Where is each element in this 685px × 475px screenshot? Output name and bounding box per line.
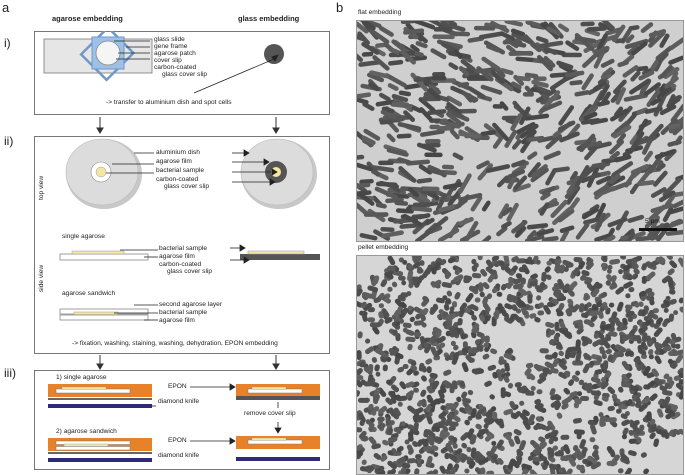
single-agarose-title: single agarose (62, 233, 105, 240)
header-agarose-embedding: agarose embedding (52, 14, 123, 23)
label-remove-cover-slip: remove cover slip (244, 410, 296, 417)
label-carbon-coated-single: carbon-coated (159, 261, 202, 268)
label-glass-slide: glass slide (154, 36, 185, 43)
panel-a-letter: a (2, 0, 10, 15)
step-i-label: i) (4, 36, 11, 50)
arrows-i-to-ii (96, 117, 280, 134)
flat-embedding-title: flat embedding (358, 9, 402, 16)
label-diamond-knife-sandwich: diamond knife (158, 452, 200, 459)
step-ii-label: ii) (4, 134, 14, 148)
step-i-caption: -> transfer to aluminium dish and spot c… (106, 99, 232, 106)
label-gene-frame: gene frame (154, 43, 188, 50)
single-agarose-step3-title: 1) single agarose (56, 374, 107, 381)
label-bacterial-sample-sandwich: bacterial sample (159, 309, 208, 316)
label-glass-cover-slip-single: glass cover slip (167, 268, 213, 275)
label-agarose-film-sandwich: agarose film (159, 317, 195, 324)
agarose-sandwich-side-view (59, 304, 158, 321)
pellet-embedding-title: pellet embedding (358, 244, 409, 251)
panel-b-letter: b (336, 0, 344, 15)
agarose-sandwich-step3-title: 2) agarose sandwich (56, 428, 117, 435)
step-iii-illustration (48, 383, 320, 462)
label-agarose-film-single: agarose film (159, 253, 195, 260)
step-iii-label: iii) (4, 366, 16, 380)
step-ii-top-view (65, 138, 317, 209)
flat-embedding-micrograph: 5 μm (356, 20, 684, 242)
scale-bar (639, 228, 677, 231)
label-epon-single: EPON (168, 383, 187, 390)
agarose-sandwich-title: agarose sandwich (62, 290, 116, 297)
label-carbon-coated-top: carbon-coated (156, 176, 199, 183)
label-aluminium-dish: aluminium dish (156, 149, 200, 156)
scale-bar-label: 5 μm (645, 218, 660, 225)
label-second-agarose-layer: second agarose layer (159, 301, 223, 308)
label-bacterial-sample-top: bacterial sample (156, 167, 205, 174)
label-epon-sandwich: EPON (168, 437, 187, 444)
side-view-label: side view (38, 264, 45, 292)
arrows-ii-to-iii (96, 355, 280, 370)
label-cover-slip: cover slip (154, 57, 182, 64)
step-ii-caption: -> fixation, washing, staining, washing,… (72, 340, 278, 347)
label-bacterial-sample-single: bacterial sample (159, 245, 208, 252)
label-diamond-knife-single: diamond knife (158, 398, 200, 405)
header-glass-embedding: glass embedding (238, 14, 300, 23)
pellet-embedding-micrograph (356, 255, 684, 475)
single-agarose-side-view (59, 244, 320, 264)
label-carbon-coated: carbon-coated (154, 64, 197, 71)
step-i-illustration (43, 31, 284, 94)
label-glass-cover-slip: glass cover slip (162, 71, 208, 78)
label-agarose-film-top: agarose film (156, 158, 192, 165)
label-agarose-patch: agarose patch (154, 50, 196, 57)
label-glass-cover-slip-top: glass cover slip (164, 183, 210, 190)
